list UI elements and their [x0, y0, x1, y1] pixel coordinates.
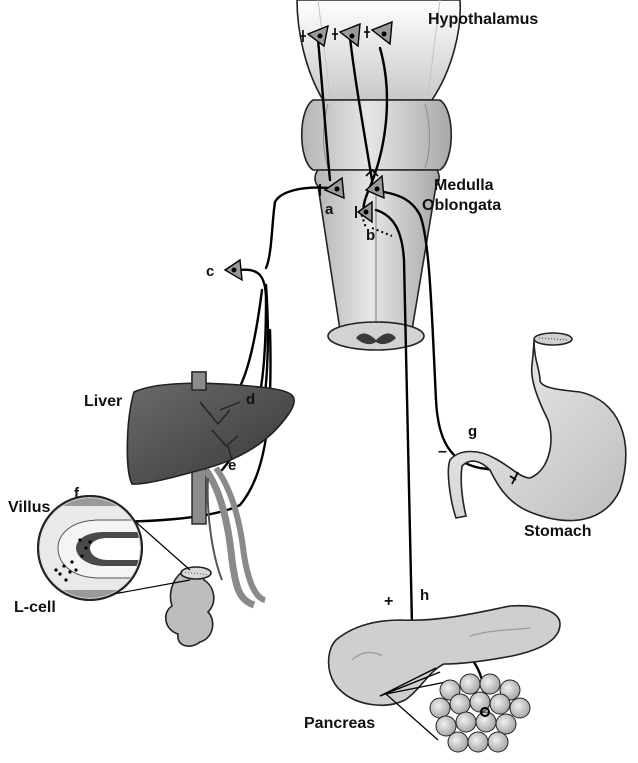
marker-a: a	[325, 201, 334, 218]
marker-h: h	[420, 587, 429, 604]
marker-g: g	[468, 423, 477, 440]
label-villus: Villus	[8, 499, 50, 516]
label-oblongata: Oblongata	[422, 197, 501, 214]
liver-organ	[127, 372, 294, 605]
label-hypothalamus: Hypothalamus	[428, 11, 538, 28]
marker-d: d	[246, 391, 255, 408]
medulla-structure	[315, 170, 439, 350]
label-pancreas: Pancreas	[304, 715, 375, 732]
marker-inhibitory: –	[438, 443, 447, 460]
neuron-c	[225, 260, 242, 280]
label-liver: Liver	[84, 393, 122, 410]
marker-b: b	[366, 227, 375, 244]
marker-e: e	[228, 457, 236, 474]
label-medulla: Medulla	[434, 177, 494, 194]
label-lcell: L-cell	[14, 599, 56, 616]
marker-excitatory: +	[384, 593, 393, 610]
intestine-segment	[166, 567, 214, 646]
marker-c: c	[206, 263, 214, 280]
label-stomach: Stomach	[524, 523, 592, 540]
villus-inset	[36, 494, 190, 604]
